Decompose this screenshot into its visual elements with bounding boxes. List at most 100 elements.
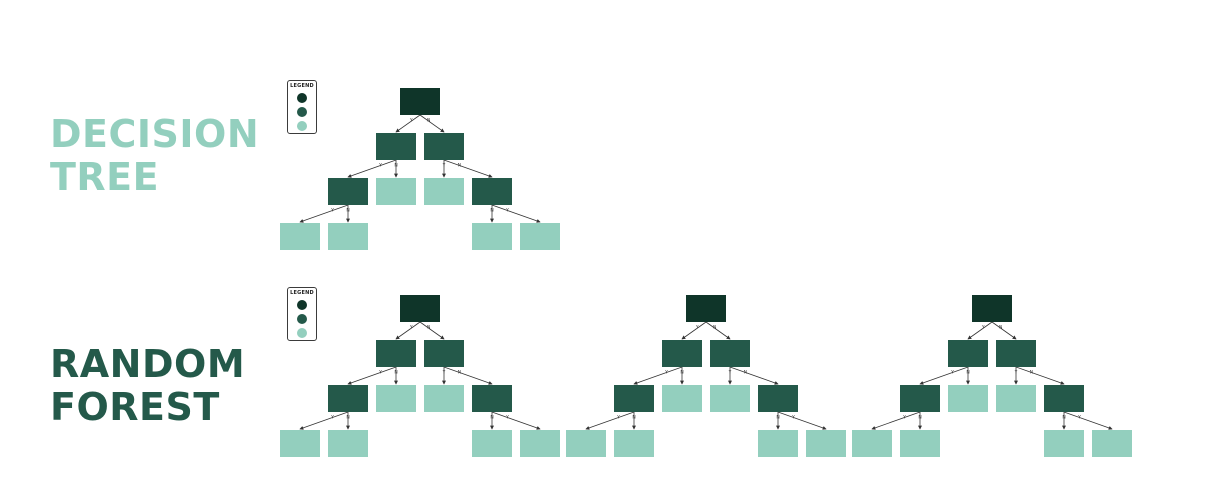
edge-arrow: [491, 204, 541, 223]
leaf-node: [614, 430, 654, 457]
edge-label: Y: [505, 207, 509, 213]
leaf-node: [1044, 430, 1084, 457]
leaf-node: [328, 430, 368, 457]
edge-label: Y: [728, 369, 732, 375]
decision-node: [472, 385, 512, 412]
edge-arrow: [777, 411, 827, 430]
edge-label: N: [490, 207, 493, 213]
leaf-node: [280, 430, 320, 457]
random-forest-heading: RANDOM FOREST: [50, 343, 245, 429]
leaf-node: [424, 178, 464, 205]
edge-label: N: [427, 324, 430, 330]
edge-label: N: [490, 414, 493, 420]
edge-arrow: [347, 366, 397, 385]
legend-root-dot: [297, 93, 307, 103]
decision-tree-heading: DECISION TREE: [50, 113, 259, 199]
legend-leaf-dot: [297, 121, 307, 131]
edge-label: Y: [1077, 414, 1081, 420]
edge-label: N: [744, 369, 747, 375]
edge-arrow: [395, 321, 421, 340]
edge-label: N: [966, 369, 969, 375]
edge-arrow: [1015, 366, 1065, 385]
edge-label: Y: [791, 414, 795, 420]
edge-arrow: [419, 114, 445, 133]
decision-node: [996, 340, 1036, 367]
edge-arrow: [443, 159, 493, 178]
edge-label: N: [713, 324, 716, 330]
legend-title: LEGEND: [290, 290, 314, 296]
decision-node: [472, 178, 512, 205]
edge-label: N: [394, 162, 397, 168]
edge-label: N: [1062, 414, 1065, 420]
leaf-node: [376, 178, 416, 205]
edge-label: Y: [664, 369, 668, 375]
decision-node: [662, 340, 702, 367]
edge-arrow: [633, 366, 683, 385]
leaf-node: [758, 430, 798, 457]
edge-arrow: [585, 411, 635, 430]
leaf-node: [424, 385, 464, 412]
edge-arrow: [443, 366, 493, 385]
random-forest-heading-line2: FOREST: [50, 385, 220, 429]
edge-arrow: [919, 366, 969, 385]
root-node: [400, 88, 440, 115]
edge-label: Y: [616, 414, 620, 420]
leaf-node: [806, 430, 846, 457]
decision-node: [758, 385, 798, 412]
edge-label: Y: [950, 369, 954, 375]
edge-arrow: [729, 366, 779, 385]
decision-tree-heading-line2: TREE: [50, 155, 160, 199]
decision-node: [1044, 385, 1084, 412]
edge-label: Y: [1014, 369, 1018, 375]
edge-label: N: [458, 162, 461, 168]
legend-leaf-dot: [297, 328, 307, 338]
edge-arrow: [491, 411, 541, 430]
edge-arrow: [347, 159, 397, 178]
decision-tree-heading-line1: DECISION: [50, 112, 260, 156]
legend-root-dot: [297, 300, 307, 310]
edge-arrow: [395, 114, 421, 133]
leaf-node: [900, 430, 940, 457]
root-node: [400, 295, 440, 322]
decision-node: [424, 340, 464, 367]
leaf-node: [1092, 430, 1132, 457]
edge-label: Y: [330, 207, 334, 213]
edge-label: Y: [442, 369, 446, 375]
edge-label: N: [394, 369, 397, 375]
leaf-node: [472, 430, 512, 457]
edge-arrow: [681, 321, 707, 340]
leaf-node: [710, 385, 750, 412]
root-node: [686, 295, 726, 322]
leaf-node: [376, 385, 416, 412]
edge-label: N: [346, 414, 349, 420]
edge-label: Y: [378, 369, 382, 375]
decision-node: [614, 385, 654, 412]
edge-label: N: [918, 414, 921, 420]
leaf-node: [566, 430, 606, 457]
leaf-node: [996, 385, 1036, 412]
leaf-node: [520, 430, 560, 457]
edge-arrow: [299, 204, 349, 223]
edge-label: Y: [695, 324, 699, 330]
edge-label: Y: [378, 162, 382, 168]
edge-label: Y: [409, 117, 413, 123]
edge-label: Y: [409, 324, 413, 330]
edge-arrow: [871, 411, 921, 430]
edge-label: N: [776, 414, 779, 420]
decision-node: [900, 385, 940, 412]
decision-node: [948, 340, 988, 367]
edge-label: Y: [981, 324, 985, 330]
leaf-node: [328, 223, 368, 250]
edge-label: N: [680, 369, 683, 375]
decision-node: [710, 340, 750, 367]
decision-node: [376, 340, 416, 367]
random-forest-legend: LEGEND: [287, 287, 317, 341]
legend-title: LEGEND: [290, 83, 314, 89]
decision-node: [376, 133, 416, 160]
edge-arrow: [705, 321, 731, 340]
decision-node: [328, 178, 368, 205]
edge-label: Y: [902, 414, 906, 420]
edge-arrow: [419, 321, 445, 340]
